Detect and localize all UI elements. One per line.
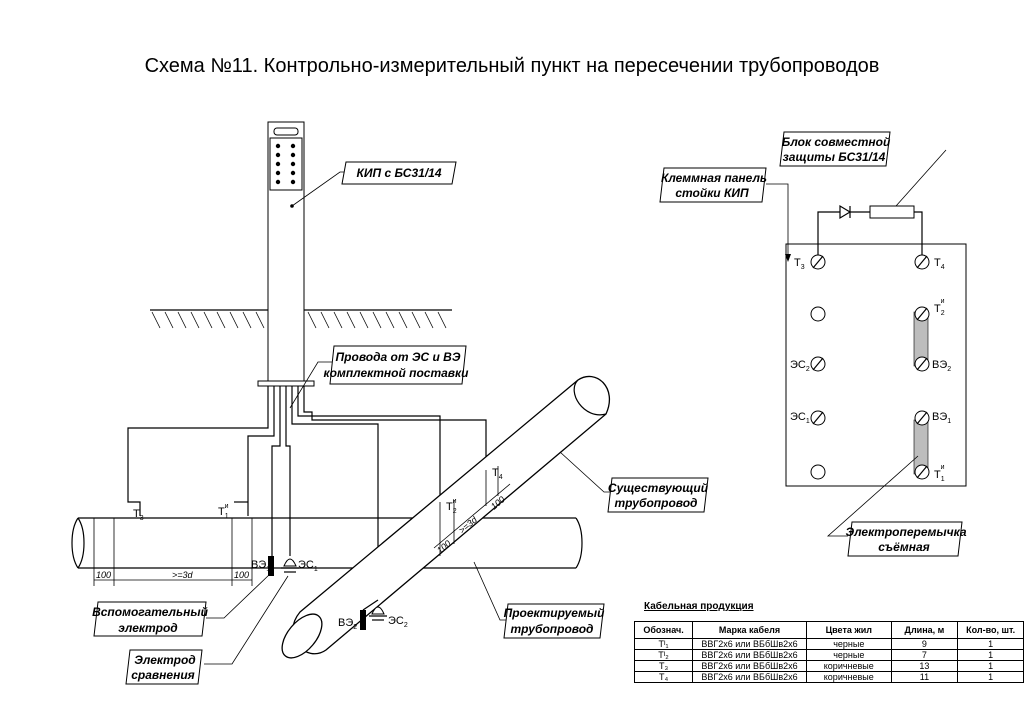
panel-t1i-label: Т1и xyxy=(934,464,945,483)
panel-terminals xyxy=(810,254,930,480)
cable-table-caption: Кабельная продукция xyxy=(644,601,754,612)
aux-electrode-label-box xyxy=(93,601,207,637)
panel-ve2-label: ВЭ2 xyxy=(932,359,951,373)
table-cell: черные xyxy=(805,638,892,650)
es2-electrode xyxy=(369,606,387,621)
aux-electrode-label-line2: электрод xyxy=(118,621,177,635)
table-cell: 1 xyxy=(957,660,1024,672)
panel-es2-label: ЭС2 xyxy=(790,359,810,373)
ve2-electrode xyxy=(360,599,379,630)
existing-pipeline xyxy=(71,517,583,569)
wires-label-line2: комплектной поставки xyxy=(324,366,470,380)
table-cell: Т₃ xyxy=(633,660,694,672)
col-designation: Обознач. xyxy=(633,621,694,639)
jumper-label-line1: Электроперемычка xyxy=(845,525,966,539)
es2-label: ЭС2 xyxy=(388,615,408,629)
jumper-label-line2: съёмная xyxy=(878,540,929,554)
bs-circuit xyxy=(817,204,923,258)
dimension-lines-existing xyxy=(93,518,253,586)
designed-label-line1: Проектируемый xyxy=(504,606,606,620)
wires-label-line1: Провода от ЭС и ВЭ xyxy=(336,350,461,364)
table-row: Тᴵ₁ ВВГ2х6 или ВБбШв2х6 черные 9 1 xyxy=(633,638,1024,650)
panel-t2i-label: Т2и xyxy=(934,298,945,317)
table-cell: ВВГ2х6 или ВБбШв2х6 xyxy=(692,638,807,650)
table-cell: 9 xyxy=(890,638,959,650)
t1i-label: Т1и xyxy=(218,503,229,520)
panel-label-line2: стойки КИП xyxy=(675,186,749,200)
table-row: Т₃ ВВГ2х6 или ВБбШв2х6 коричневые 13 1 xyxy=(633,660,1024,672)
block-label-box xyxy=(779,131,891,167)
kip-label-box xyxy=(341,161,457,185)
dimension-lines-designed xyxy=(433,466,511,556)
table-cell: 11 xyxy=(890,671,959,683)
ref-electrode-label-line2: сравнения xyxy=(131,668,195,682)
col-core-colors: Цвета жил xyxy=(805,621,892,639)
table-row: Тᴵ₂ ВВГ2х6 или ВБбШв2х6 черные 7 1 xyxy=(633,649,1024,661)
table-cell: ВВГ2х6 или ВБбШв2х6 xyxy=(692,660,807,672)
es1-label: ЭС1 xyxy=(298,559,318,573)
designed-pipeline xyxy=(281,375,611,659)
dim-100-right: 100 xyxy=(234,570,249,580)
aux-electrode-label-line1: Вспомогательный xyxy=(92,605,209,619)
jumper-label-box xyxy=(847,521,963,557)
cable-table: Обознач. Марка кабеля Цвета жил Длина, м… xyxy=(633,621,1024,683)
table-cell: ВВГ2х6 или ВБбШв2х6 xyxy=(692,649,807,661)
table-row: Т₄ ВВГ2х6 или ВБбШв2х6 коричневые 11 1 xyxy=(633,671,1024,683)
panel-label-box xyxy=(659,167,767,203)
table-cell: Т₄ xyxy=(633,671,694,683)
block-label-line2: защиты БС31/14 xyxy=(783,150,886,164)
existing-label-box xyxy=(607,477,709,513)
wires-label-box xyxy=(329,345,467,385)
table-cell: 13 xyxy=(890,660,959,672)
panel-t3-label: Т3 xyxy=(794,257,805,271)
ve1-electrode xyxy=(268,556,274,576)
dim-100-left: 100 xyxy=(96,570,111,580)
cable-table-header-row: Обознач. Марка кабеля Цвета жил Длина, м… xyxy=(633,621,1024,639)
table-cell: ВВГ2х6 или ВБбШв2х6 xyxy=(692,671,807,683)
panel-es1-label: ЭС1 xyxy=(790,411,810,425)
table-cell: 7 xyxy=(890,649,959,661)
panel-ve1-label: ВЭ1 xyxy=(932,411,951,425)
existing-label-line2: трубопровод xyxy=(615,496,698,510)
existing-label-line1: Существующий xyxy=(608,481,709,495)
t3-label: Т3 xyxy=(133,508,144,522)
t4-label: Т4 xyxy=(492,467,503,481)
ve2-label: ВЭ2 xyxy=(338,617,357,631)
kip-label: КИП с БС31/14 xyxy=(356,166,441,180)
col-cable-brand: Марка кабеля xyxy=(692,621,807,639)
t2i-label: Т2и xyxy=(446,498,457,515)
table-cell: 1 xyxy=(957,649,1024,661)
ref-electrode-label-box xyxy=(125,649,203,685)
table-cell: 1 xyxy=(957,638,1024,650)
table-cell: черные xyxy=(805,649,892,661)
table-cell: 1 xyxy=(957,671,1024,683)
designed-label-box xyxy=(503,603,605,639)
panel-t4-label: Т4 xyxy=(934,257,945,271)
dim-3d-existing: >=3d xyxy=(172,570,194,580)
es1-electrode xyxy=(281,558,299,573)
block-label-line1: Блок совместной xyxy=(782,135,891,149)
table-cell: Тᴵ₂ xyxy=(633,649,694,661)
ref-electrode-label-line1: Электрод xyxy=(134,653,195,667)
page-title: Схема №11. Контрольно-измерительный пунк… xyxy=(145,55,880,77)
table-cell: коричневые xyxy=(805,660,892,672)
panel-label-line1: Клеммная панель xyxy=(661,171,767,185)
ve1-label: ВЭ1 xyxy=(251,559,270,573)
table-cell: коричневые xyxy=(805,671,892,683)
table-cell: Тᴵ₁ xyxy=(633,638,694,650)
kip-post xyxy=(257,121,315,387)
col-quantity: Кол-во, шт. xyxy=(957,621,1024,639)
col-length: Длина, м xyxy=(890,621,959,639)
designed-label-line2: трубопровод xyxy=(511,622,594,636)
